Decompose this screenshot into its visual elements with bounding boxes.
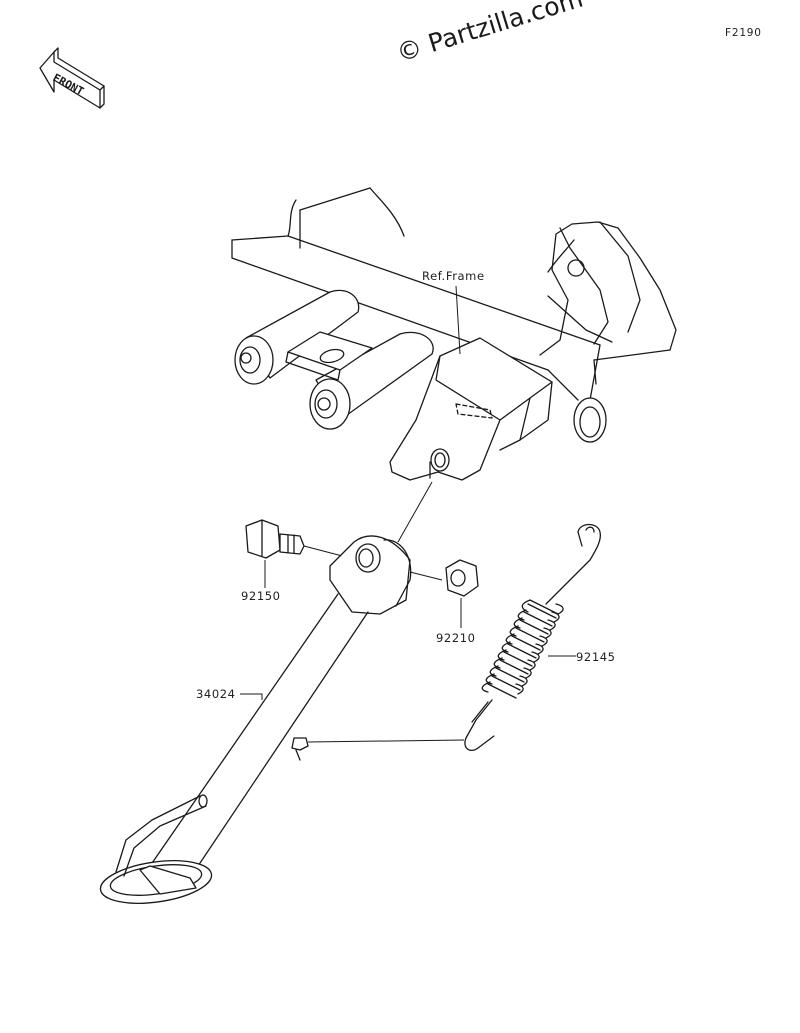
front-arrow-icon: FRONT [39, 47, 105, 109]
figure-code: F2190 [725, 27, 762, 39]
side-stand-34024 [99, 535, 412, 904]
stand-leader [240, 693, 263, 700]
frame-assembly [231, 187, 677, 481]
watermark: © Partzilla.com [393, 0, 586, 68]
nut-part-number: 92210 [436, 631, 476, 645]
spring-part-number: 92145 [576, 650, 616, 664]
stand-part-number: 34024 [196, 687, 236, 701]
ref-frame-leader [455, 285, 461, 355]
ref-frame-label: Ref.Frame [422, 269, 485, 283]
nut-92210 [409, 559, 479, 597]
spring-92145 [307, 523, 602, 752]
alignment-line [397, 481, 433, 543]
bolt-part-number: 92150 [241, 589, 281, 603]
bolt-92150 [245, 519, 351, 559]
